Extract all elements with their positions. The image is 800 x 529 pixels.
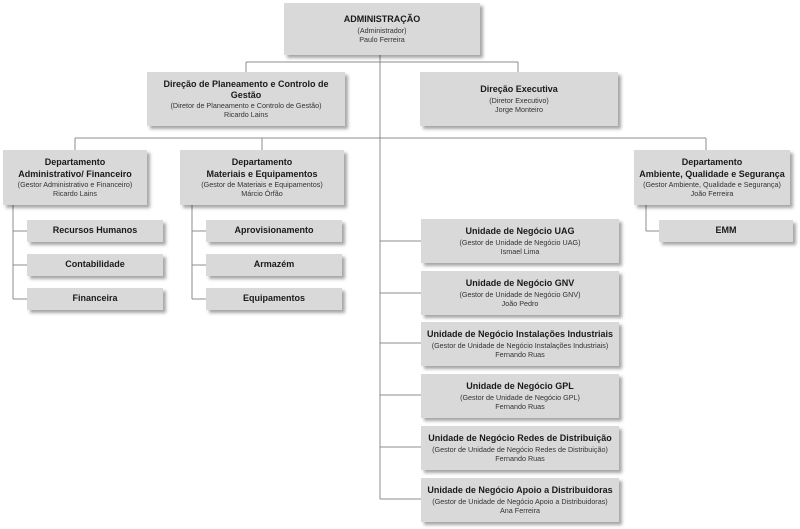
node-person: Fernando Ruas <box>495 453 545 463</box>
node-title-line2: Materiais e Equipamentos <box>206 168 318 179</box>
node-equipamentos: Equipamentos <box>206 288 342 310</box>
node-unidade-redes-distribuicao: Unidade de Negócio Redes de Distribuição… <box>421 426 619 470</box>
node-person: Paulo Ferreira <box>359 34 405 44</box>
node-unidade-instalacoes-industriais: Unidade de Negócio Instalações Industria… <box>421 322 619 366</box>
node-person: João Pedro <box>501 298 539 308</box>
node-role: (Gestor de Unidade de Negócio Redes de D… <box>432 444 608 454</box>
node-role: (Gestor Ambiente, Qualidade e Segurança) <box>643 179 781 189</box>
node-title: Recursos Humanos <box>52 225 138 236</box>
node-role: (Gestor de Unidade de Negócio Apoio a Di… <box>432 496 608 506</box>
node-role: (Gestor de Unidade de Negócio UAG) <box>459 237 581 247</box>
node-title: Direção de Planeamento e Controlo de Ges… <box>163 78 329 100</box>
node-direcao-planeamento: Direção de Planeamento e Controlo de Ges… <box>147 72 345 126</box>
node-person: Ricardo Lains <box>224 110 268 120</box>
node-person: João Ferreira <box>690 188 734 198</box>
node-title-line2: Ambiente, Qualidade e Segurança <box>639 168 785 179</box>
node-title: Unidade de Negócio GNV <box>465 278 575 289</box>
node-contabilidade: Contabilidade <box>27 254 163 276</box>
node-title-line2: Administrativo/ Financeiro <box>18 168 132 179</box>
node-role: (Gestor de Unidade de Negócio Instalaçõe… <box>431 340 609 350</box>
node-role: (Diretor de Planeamento e Controlo de Ge… <box>170 101 322 111</box>
node-dept-ambiente-qualidade-seguranca: Departamento Ambiente, Qualidade e Segur… <box>634 150 790 205</box>
node-role: (Gestor de Unidade de Negócio GPL) <box>460 392 580 402</box>
node-recursos-humanos: Recursos Humanos <box>27 220 163 242</box>
node-role: (Diretor Executivo) <box>489 95 549 105</box>
node-administracao: ADMINISTRAÇÃO (Administrador) Paulo Ferr… <box>284 3 480 55</box>
node-title-line1: Departamento <box>681 157 743 168</box>
node-title: Contabilidade <box>65 259 125 270</box>
node-dept-administrativo-financeiro: Departamento Administrativo/ Financeiro … <box>3 150 147 205</box>
node-title: EMM <box>715 225 737 236</box>
node-title: Unidade de Negócio Instalações Industria… <box>426 329 614 340</box>
node-title: Direção Executiva <box>480 84 558 95</box>
node-title-line1: Departamento <box>231 157 293 168</box>
node-title: Unidade de Negócio GPL <box>466 381 574 392</box>
node-person: Márcio Órfão <box>241 188 283 198</box>
node-role: (Gestor de Unidade de Negócio GNV) <box>459 289 581 299</box>
node-person: Ana Ferreira <box>500 505 540 515</box>
node-financeira: Financeira <box>27 288 163 310</box>
node-unidade-gpl: Unidade de Negócio GPL (Gestor de Unidad… <box>421 374 619 418</box>
node-direcao-executiva: Direção Executiva (Diretor Executivo) Jo… <box>420 72 618 126</box>
node-title: ADMINISTRAÇÃO <box>343 14 421 25</box>
node-person: Fernando Ruas <box>495 349 545 359</box>
node-title: Unidade de Negócio Redes de Distribuição <box>428 433 612 444</box>
node-emm: EMM <box>659 220 793 242</box>
node-aprovisionamento: Aprovisionamento <box>206 220 342 242</box>
node-person: Ismael Lima <box>500 246 540 256</box>
node-title: Armazém <box>253 259 295 270</box>
node-person: Ricardo Lains <box>53 188 97 198</box>
node-unidade-gnv: Unidade de Negócio GNV (Gestor de Unidad… <box>421 271 619 315</box>
node-dept-materiais-equipamentos: Departamento Materiais e Equipamentos (G… <box>180 150 344 205</box>
node-title: Financeira <box>72 293 118 304</box>
node-role: (Gestor Administrativo e Financeiro) <box>17 179 133 189</box>
node-title: Aprovisionamento <box>234 225 314 236</box>
node-title: Equipamentos <box>242 293 305 304</box>
node-armazem: Armazém <box>206 254 342 276</box>
node-title: Unidade de Negócio UAG <box>465 226 575 237</box>
node-person: Fernando Ruas <box>495 401 545 411</box>
node-title-line1: Departamento <box>44 157 106 168</box>
node-unidade-apoio-distribuidoras: Unidade de Negócio Apoio a Distribuidora… <box>421 478 619 522</box>
node-role: (Administrador) <box>357 25 407 35</box>
node-title: Unidade de Negócio Apoio a Distribuidora… <box>427 485 613 496</box>
node-role: (Gestor de Materiais e Equipamentos) <box>201 179 323 189</box>
node-unidade-uag: Unidade de Negócio UAG (Gestor de Unidad… <box>421 219 619 263</box>
node-person: Jorge Monteiro <box>495 104 543 114</box>
